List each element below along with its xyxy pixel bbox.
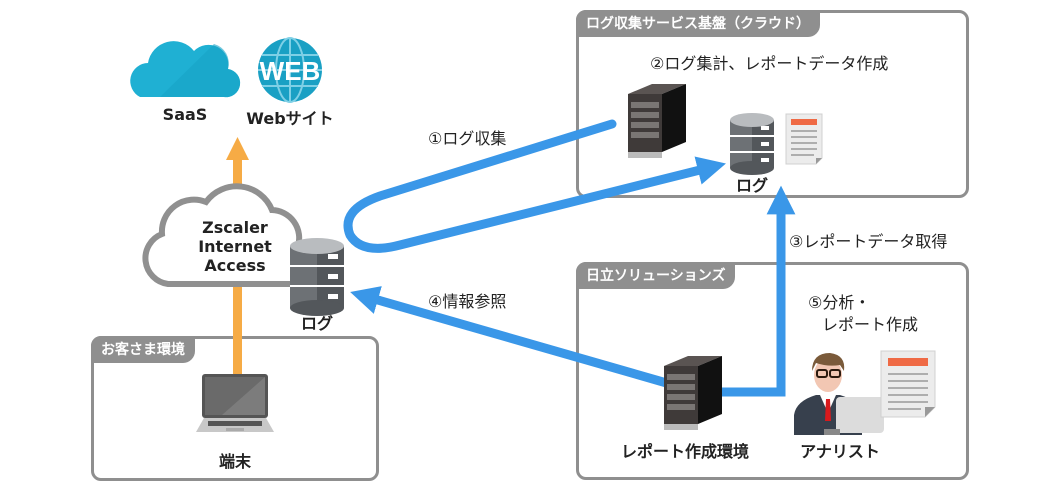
device-label: 端末 bbox=[218, 452, 251, 471]
zscaler-text-line-2: Internet bbox=[198, 237, 272, 256]
blue-arrow-step4 bbox=[350, 286, 672, 389]
database-icon-zscaler bbox=[290, 238, 344, 316]
web-label: Webサイト bbox=[246, 109, 334, 128]
hitachi-title: 日立ソリューションズ bbox=[576, 262, 736, 289]
blue-arrow-step1 bbox=[343, 119, 726, 253]
globe-icon: WEB bbox=[258, 37, 322, 103]
step3-label: ③レポートデータ取得 bbox=[789, 232, 948, 251]
zscaler-log-label: ログ bbox=[300, 314, 333, 333]
cloud-log-label: ログ bbox=[735, 176, 768, 195]
analyst-label: アナリスト bbox=[800, 442, 880, 461]
step2-label: ②ログ集計、レポートデータ作成 bbox=[650, 54, 889, 73]
zscaler-cloud-text: Zscaler Internet Access bbox=[180, 218, 290, 275]
report-env-label: レポート作成環境 bbox=[620, 442, 749, 461]
step1-label: ①ログ収集 bbox=[428, 129, 507, 148]
cloud-icon bbox=[130, 41, 241, 98]
saas-label: SaaS bbox=[162, 105, 208, 124]
analyst-icon bbox=[794, 353, 884, 435]
report-document-icon-cloud bbox=[785, 113, 823, 165]
customer-title: お客さま環境 bbox=[91, 336, 195, 363]
laptop-icon bbox=[196, 374, 274, 432]
step5-label: ⑤分析・ レポート作成 bbox=[808, 292, 918, 336]
server-icon-cloud bbox=[628, 84, 686, 158]
zscaler-text-line-3: Access bbox=[204, 256, 266, 275]
server-icon-report-env bbox=[664, 356, 722, 430]
web-badge-text: WEB bbox=[260, 56, 321, 86]
zscaler-text-line-1: Zscaler bbox=[202, 218, 268, 237]
step5-line-1: ⑤分析・ bbox=[808, 293, 871, 312]
orange-connection-arrow bbox=[226, 137, 249, 378]
database-icon-cloud bbox=[730, 113, 774, 175]
blue-arrow-step3 bbox=[722, 185, 796, 397]
step5-line-2: レポート作成 bbox=[822, 315, 919, 334]
step4-label: ④情報参照 bbox=[428, 292, 507, 311]
log-platform-title: ログ収集サービス基盤（クラウド） bbox=[576, 10, 820, 37]
report-document-icon-hitachi bbox=[880, 350, 936, 418]
